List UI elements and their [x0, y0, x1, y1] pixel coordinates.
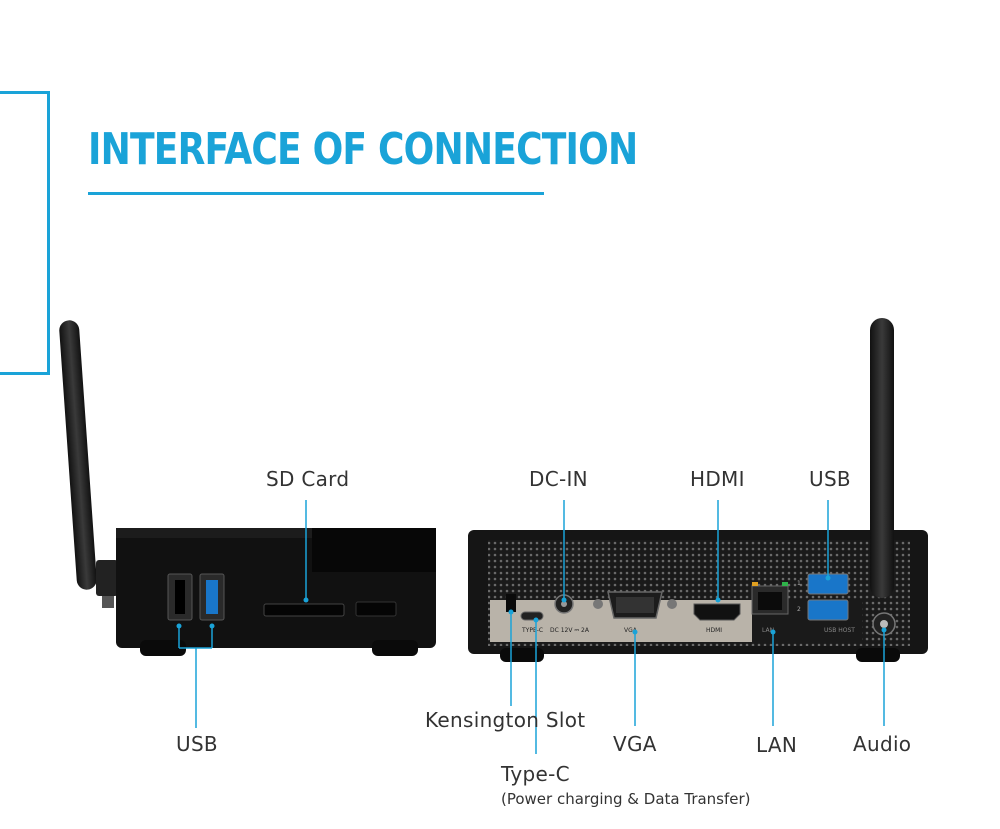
panel-vga-text: VGA [624, 627, 638, 634]
callout-dots [176, 575, 887, 635]
label-dc-in: DC-IN [529, 467, 588, 491]
type-c-port [520, 611, 544, 621]
left-foot-1 [140, 640, 186, 656]
sd-card-slot [263, 603, 345, 617]
page-title: INTERFACE OF CONNECTION [88, 124, 638, 175]
panel-type-c-text: TYPE-C [521, 627, 543, 634]
panel-hdmi-text: HDMI [706, 627, 722, 634]
left-device [59, 320, 436, 656]
label-sd-card: SD Card [266, 467, 350, 491]
port-panel [490, 600, 752, 642]
right-device: TYPE-C DC 12V ⎓ 2A VGA HDMI LAN 1 2 USB … [468, 318, 928, 662]
label-type-c: Type-C [501, 762, 570, 786]
left-antenna-joint [96, 560, 118, 596]
label-hdmi: HDMI [690, 467, 745, 491]
label-usb-left: USB [176, 732, 218, 756]
usb-host-port-2 [807, 599, 849, 621]
hdmi-port [693, 603, 741, 621]
panel-port1-text: 1 [797, 580, 801, 587]
label-type-c-note: (Power charging & Data Transfer) [501, 790, 751, 808]
label-kensington-slot: Kensington Slot [425, 708, 586, 732]
right-foot-1 [500, 648, 544, 662]
panel-usb-host-text: USB HOST [824, 627, 855, 634]
label-vga: VGA [613, 732, 657, 756]
panel-dc-text: DC 12V ⎓ 2A [550, 627, 590, 634]
panel-lan-text: LAN [762, 627, 774, 634]
callout-lines [178, 500, 885, 754]
title-underline [88, 192, 544, 195]
label-lan: LAN [756, 733, 798, 757]
right-antenna [870, 318, 894, 598]
frame-bracket [0, 91, 50, 375]
left-foot-2 [372, 640, 418, 656]
panel-port2-text: 2 [797, 606, 801, 613]
label-usb-top: USB [809, 467, 851, 491]
kensington-slot [506, 594, 516, 612]
label-audio: Audio [853, 732, 912, 756]
left-antenna [59, 320, 97, 590]
right-foot-2 [856, 648, 900, 662]
